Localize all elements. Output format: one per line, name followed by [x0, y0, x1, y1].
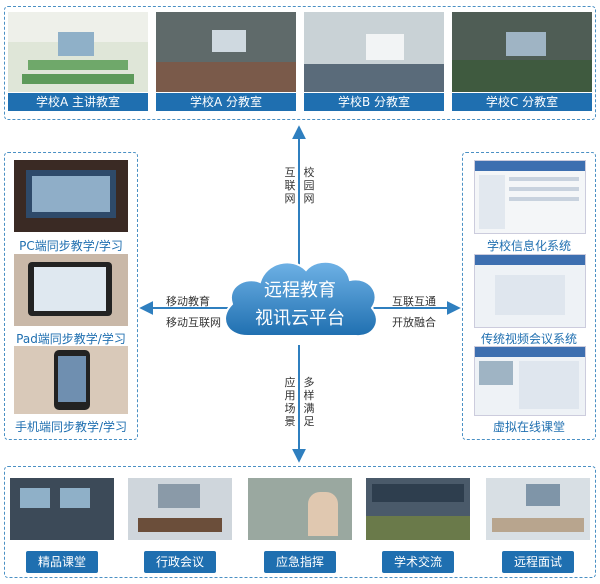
scene-label-remote-interview: 远程面试 [502, 551, 574, 573]
connector-label-diverse-needs: 多样满足 [303, 376, 315, 428]
virtual-classroom-label: 虚拟在线课堂 [466, 418, 592, 435]
video-conference-system-screenshot [474, 254, 586, 328]
scene-label-emergency-command: 应急指挥 [264, 551, 336, 573]
connector-label-interconnect: 互联互通 [392, 293, 436, 309]
connector-label-internet: 互联网 [284, 166, 296, 205]
cloud-title-line1: 远程教育 [236, 276, 364, 302]
school-info-system-screenshot [474, 160, 586, 234]
scene-photo-academic-exchange [366, 478, 470, 540]
phone-terminal-label: 手机端同步教学/学习 [8, 418, 134, 435]
pc-terminal-label: PC端同步教学/学习 [8, 237, 134, 254]
scene-photo-admin-meeting [128, 478, 232, 540]
room-photo-a-branch [156, 12, 296, 92]
virtual-classroom-screenshot [474, 346, 586, 416]
room-photo-a-main [8, 12, 148, 92]
video-conference-system-label: 传统视频会议系统 [466, 330, 592, 347]
connector-label-mobile-education: 移动教育 [166, 293, 210, 309]
cloud-title-line2: 视讯云平台 [236, 304, 364, 330]
phone-terminal-photo [14, 346, 128, 414]
pad-terminal-label: Pad端同步教学/学习 [8, 330, 134, 347]
connector-label-application-scenes: 应用场景 [284, 376, 296, 428]
room-photo-b-branch [304, 12, 444, 92]
scene-label-quality-class: 精品课堂 [26, 551, 98, 573]
scene-photo-quality-class [10, 478, 114, 540]
connector-label-campus-network: 校园网 [303, 166, 315, 205]
room-label-a-main: 学校A 主讲教室 [8, 93, 148, 111]
room-label-c-branch: 学校C 分教室 [452, 93, 592, 111]
room-label-a-branch: 学校A 分教室 [156, 93, 296, 111]
room-label-b-branch: 学校B 分教室 [304, 93, 444, 111]
scene-photo-emergency-command [248, 478, 352, 540]
scene-label-academic-exchange: 学术交流 [382, 551, 454, 573]
scene-label-admin-meeting: 行政会议 [144, 551, 216, 573]
school-info-system-label: 学校信息化系统 [466, 237, 592, 254]
scene-photo-remote-interview [486, 478, 590, 540]
connector-label-mobile-internet: 移动互联网 [166, 314, 221, 330]
connector-label-open-integration: 开放融合 [392, 314, 436, 330]
room-photo-c-branch [452, 12, 592, 92]
pc-terminal-photo [14, 160, 128, 232]
pad-terminal-photo [14, 254, 128, 326]
